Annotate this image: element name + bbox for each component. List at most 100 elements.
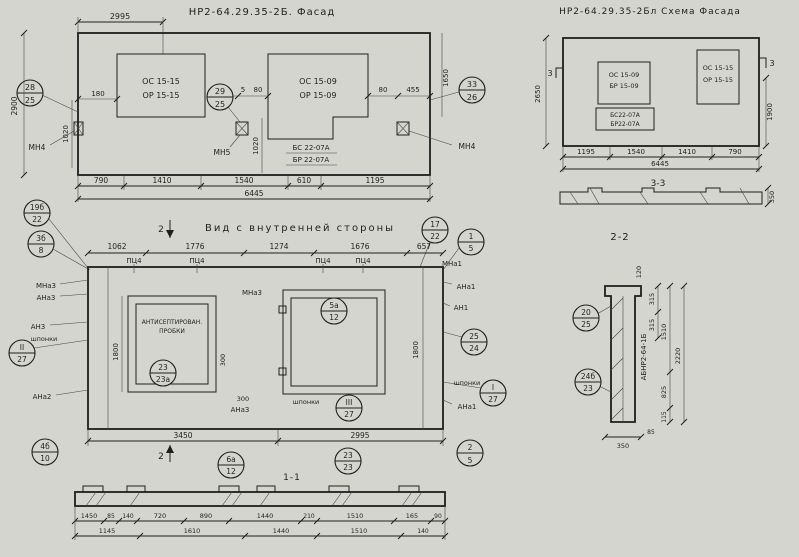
window-mark: ОС 15-15	[703, 64, 734, 72]
svg-text:2: 2	[158, 225, 164, 235]
svg-text:10: 10	[40, 454, 50, 463]
schema-view: НР2-64.29.35-2Бл Схема Фасада ОС 15-09 Б…	[534, 7, 776, 208]
svg-text:ПЦ4: ПЦ4	[355, 257, 371, 265]
svg-text:5: 5	[468, 456, 473, 465]
svg-text:455: 455	[406, 86, 419, 94]
schema-block-box	[595, 107, 655, 131]
pc4-labels: ПЦ4 ПЦ4 ПЦ4 ПЦ4	[126, 257, 371, 273]
section-label-3-3: 3-3	[651, 179, 666, 189]
block-mark: БС22-07А	[610, 112, 641, 119]
svg-text:1062: 1062	[107, 242, 126, 251]
svg-text:27: 27	[488, 395, 498, 404]
svg-text:5: 5	[469, 244, 474, 253]
anchor-bracket-mid: МН5	[214, 121, 249, 157]
schema-bottom-dims: 1195 1540 1410 790 6445	[559, 147, 763, 173]
callout-23-23: 23 23	[334, 447, 362, 475]
svg-text:12: 12	[226, 467, 236, 476]
svg-text:5: 5	[241, 86, 245, 94]
svg-text:120: 120	[635, 266, 643, 278]
svg-text:III: III	[346, 398, 353, 407]
svg-text:1410: 1410	[152, 176, 171, 185]
svg-text:825: 825	[660, 386, 668, 398]
section-1-1-blocks	[82, 485, 423, 507]
svg-text:2: 2	[158, 452, 164, 462]
section-mark-3-left: 3	[547, 67, 563, 78]
svg-text:180: 180	[91, 90, 104, 98]
svg-text:1610: 1610	[184, 527, 201, 535]
inner-view: 19б 22 3б 8 Вид с внутренней стороны 2 1…	[8, 199, 507, 483]
inner-window-2	[282, 289, 386, 395]
svg-text:1776: 1776	[185, 242, 204, 251]
svg-text:33: 33	[467, 80, 477, 89]
svg-text:115: 115	[661, 411, 668, 423]
svg-text:24: 24	[469, 344, 479, 353]
svg-text:17: 17	[430, 220, 440, 229]
svg-text:27: 27	[17, 355, 27, 364]
window-mark: ОС 15-09	[609, 71, 640, 79]
svg-text:140: 140	[122, 513, 134, 520]
svg-text:2650: 2650	[534, 85, 542, 103]
callout-20-25: 20 25	[572, 304, 612, 332]
facade-title: НР2-64.29.35-2Б. Фасад	[189, 7, 336, 18]
svg-text:790: 790	[94, 176, 109, 185]
svg-text:25: 25	[469, 332, 479, 341]
label-mna1: МНа1	[442, 260, 462, 268]
svg-text:1510: 1510	[351, 527, 368, 535]
svg-text:25: 25	[25, 96, 35, 105]
section-mark-3-right: 3	[759, 57, 775, 68]
plug-note: ПРОБКИ	[159, 328, 185, 335]
svg-text:6445: 6445	[651, 160, 669, 168]
callout-1-5: 1 5	[442, 228, 485, 271]
inner-title: Вид с внутренней стороны	[205, 223, 395, 234]
inner-bottom-dims: 3450 2995	[84, 430, 447, 446]
svg-text:80: 80	[254, 86, 263, 94]
svg-text:3450: 3450	[173, 431, 192, 440]
svg-text:1274: 1274	[269, 242, 288, 251]
inner-right-labels: АНа1 АН1 шпонки АНа1	[442, 281, 480, 411]
svg-text:19б: 19б	[30, 203, 45, 212]
svg-text:1020: 1020	[62, 125, 70, 143]
section-2-2: 2-2 20 25 24б 23 АБНР2-64-1Б 120 315 315	[572, 232, 688, 450]
svg-text:23: 23	[343, 463, 353, 472]
svg-text:ПЦ4: ПЦ4	[315, 257, 331, 265]
svg-text:1676: 1676	[350, 242, 369, 251]
svg-text:1195: 1195	[577, 148, 595, 156]
svg-text:1540: 1540	[234, 176, 253, 185]
svg-text:АНа2: АНа2	[33, 393, 52, 401]
facade-window-1	[116, 53, 206, 118]
anchor-bracket-right: МН4	[396, 121, 476, 151]
svg-text:МН4: МН4	[459, 142, 476, 151]
window-mark: ОР 15-15	[703, 76, 733, 84]
svg-text:29: 29	[215, 87, 225, 96]
dim-label: 2995	[110, 12, 130, 21]
svg-text:24б: 24б	[581, 372, 596, 381]
svg-text:165: 165	[406, 512, 418, 520]
svg-text:шпонки: шпонки	[31, 335, 58, 343]
anchor-bracket-left: МН4	[29, 121, 84, 152]
svg-text:АН3: АН3	[31, 323, 46, 331]
svg-text:85: 85	[107, 513, 115, 520]
window-mark: ОР 15-15	[143, 91, 180, 100]
facade-view: НР2-64.29.35-2Б. Фасад 2995 ОС 15-15 ОР …	[10, 7, 486, 203]
section-2-2-title: 2-2	[610, 232, 629, 243]
svg-text:I: I	[492, 383, 494, 392]
svg-text:2220: 2220	[674, 348, 682, 365]
section-1-1-dims-row1: 1450 85 140 720 890 1440 210 1510 165 90	[71, 512, 449, 525]
svg-text:МН4: МН4	[29, 143, 46, 152]
svg-text:4б: 4б	[40, 442, 50, 451]
section-1-1-dims-row2: 1145 1610 1440 1510 140	[71, 507, 449, 540]
svg-text:1440: 1440	[273, 527, 290, 535]
svg-text:МНа3: МНа3	[36, 282, 56, 290]
section-label-1-1: 1-1	[283, 473, 301, 483]
callout-6a-12: 6а 12	[217, 451, 245, 479]
svg-text:1800: 1800	[412, 341, 420, 359]
label-shponki-mid: шпонки	[293, 398, 320, 406]
callout-17-22: 17 22	[419, 216, 449, 268]
svg-text:720: 720	[154, 512, 166, 520]
section-mark-2-bottom: 2	[158, 445, 174, 462]
window-mark: ОР 15-09	[300, 91, 337, 100]
svg-text:26: 26	[467, 93, 477, 102]
plug-note: АНТИСЕПТИРОВАН.	[142, 319, 202, 326]
inner-top-dims: 1062 1776 1274 1676 657	[84, 242, 447, 257]
svg-text:1650: 1650	[442, 69, 450, 87]
